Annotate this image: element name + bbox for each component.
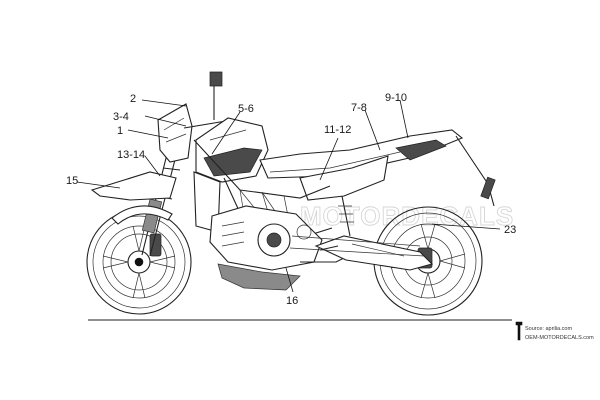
source-line: Source: aprilia.com: [525, 326, 572, 332]
front-fairing: [157, 103, 193, 163]
source-credit: Source: aprilia.com OEM-MOTORDECALS.com: [515, 321, 594, 341]
callout-16: 16: [286, 295, 298, 307]
background-watermark: MOTORDECALS: [300, 201, 514, 231]
leader-lines: [76, 99, 501, 293]
callout-15: 15: [66, 175, 78, 187]
callout-9-10: 9-10: [385, 92, 407, 104]
rear-shock-spring: [338, 205, 354, 223]
callout-11-12: 11-12: [324, 124, 351, 136]
callout-5-6: 5-6: [238, 103, 254, 115]
rear-shock: [341, 195, 351, 237]
drive-chain: [289, 235, 425, 257]
license-bracket: [455, 135, 495, 207]
front-wheel: [86, 209, 192, 315]
fuel-tank: [195, 117, 269, 183]
callout-23: 23: [504, 224, 516, 236]
belly-pan: [217, 263, 301, 291]
engine: [209, 205, 323, 271]
callout-7-8: 7-8: [351, 102, 367, 114]
callout-2: 2: [130, 93, 136, 105]
callout-1: 1: [117, 125, 123, 137]
callout-13-14: 13-14: [117, 149, 145, 161]
callout-3-4: 3-4: [113, 111, 129, 123]
license-plate: [480, 176, 496, 200]
pin-icon: [515, 321, 523, 341]
mirror-head: [209, 71, 223, 87]
oem-credit-line: OEM-MOTORDECALS.com: [525, 335, 594, 341]
seat-and-tail: [259, 129, 464, 179]
front-side-panel: [90, 171, 177, 201]
footpeg: [319, 245, 339, 251]
front-fender: [111, 205, 173, 225]
